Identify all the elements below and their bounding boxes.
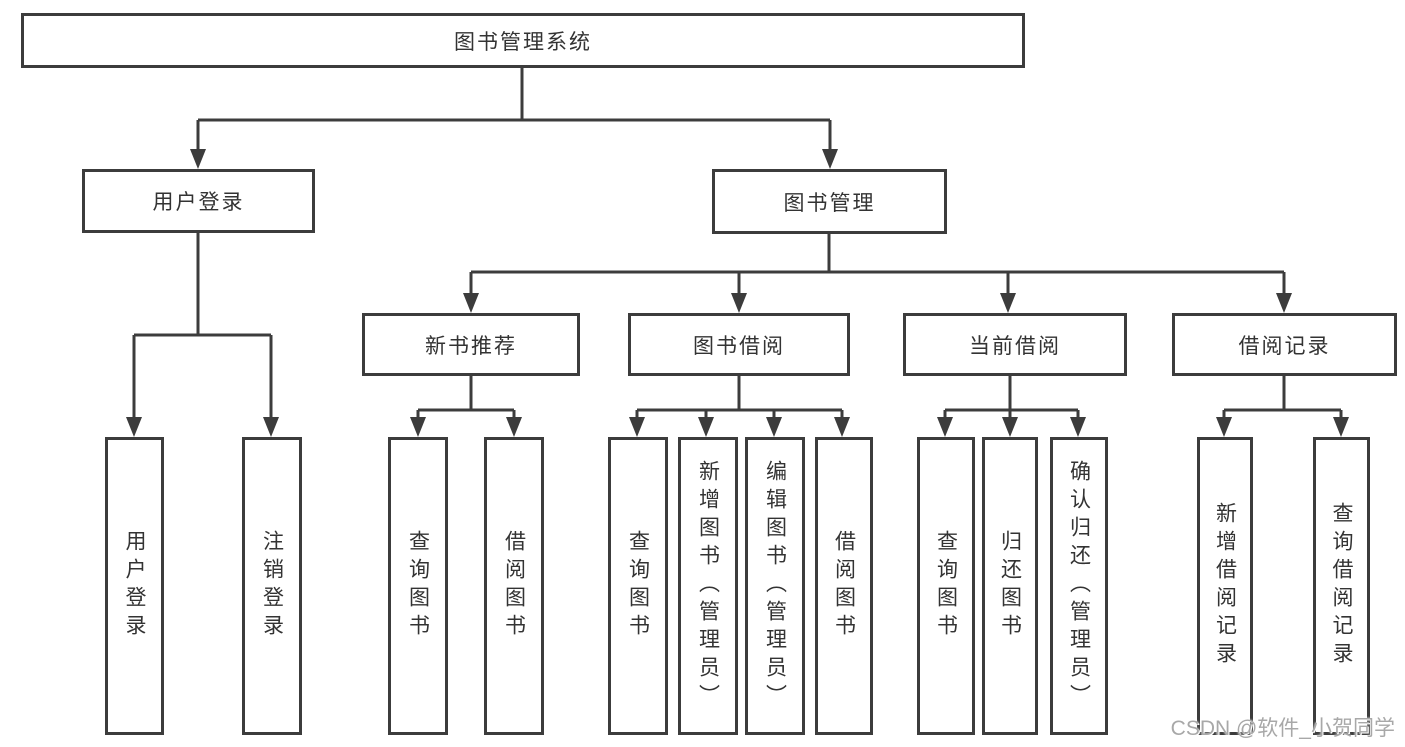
arrowheads — [126, 149, 1349, 437]
arrowhead — [731, 293, 747, 313]
leaf-query-books-current: 查询图书 — [917, 437, 975, 735]
leaf-add-books-admin: 新增图书（管理员） — [678, 437, 738, 735]
node-label: 查询图书 — [934, 530, 958, 642]
arrowhead — [629, 417, 645, 437]
arrowhead — [1216, 417, 1232, 437]
leaf-confirm-return-admin: 确认归还（管理员） — [1050, 437, 1108, 735]
node-label: 图书管理系统 — [454, 30, 592, 54]
arrowhead — [834, 417, 850, 437]
leaf-add-borrow-record: 新增借阅记录 — [1197, 437, 1253, 735]
node-label: 新增图书（管理员） — [696, 460, 720, 712]
node-label: 新增借阅记录 — [1213, 502, 1237, 670]
leaf-borrow-books-recommend: 借阅图书 — [484, 437, 544, 735]
node-label: 编辑图书（管理员） — [763, 460, 787, 712]
node-label: 查询借阅记录 — [1330, 502, 1354, 670]
edge-records-to-children — [1222, 374, 1343, 420]
arrowhead — [463, 293, 479, 313]
node-label: 借阅图书 — [502, 530, 526, 642]
edge-root-to-level2 — [196, 68, 832, 152]
node-label: 用户登录 — [123, 530, 147, 642]
edge-mgmt-to-level3 — [469, 234, 1286, 296]
leaf-user-login: 用户登录 — [105, 437, 164, 735]
arrowhead — [506, 417, 522, 437]
leaf-logout: 注销登录 — [242, 437, 302, 735]
node-label: 借阅图书 — [832, 530, 856, 642]
leaf-query-borrow-record: 查询借阅记录 — [1313, 437, 1370, 735]
arrowhead — [1333, 417, 1349, 437]
leaf-query-books-recommend: 查询图书 — [388, 437, 448, 735]
edge-login-to-children — [132, 233, 273, 420]
arrowhead — [698, 417, 714, 437]
node-label: 归还图书 — [998, 530, 1022, 642]
arrowhead — [1070, 417, 1086, 437]
node-label: 查询图书 — [406, 530, 430, 642]
arrowhead — [1000, 293, 1016, 313]
node-label: 查询图书 — [626, 530, 650, 642]
arrowhead — [190, 149, 206, 169]
edge-newbook-to-children — [416, 376, 516, 420]
node-borrowing-records: 借阅记录 — [1172, 313, 1397, 376]
arrowhead — [263, 417, 279, 437]
node-label: 当前借阅 — [969, 334, 1061, 358]
arrowhead — [766, 417, 782, 437]
node-label: 图书借阅 — [693, 334, 785, 358]
leaf-return-books: 归还图书 — [982, 437, 1038, 735]
node-label: 确认归还（管理员） — [1067, 460, 1091, 712]
node-label: 新书推荐 — [425, 334, 517, 358]
node-label: 注销登录 — [260, 530, 284, 642]
leaf-edit-books-admin: 编辑图书（管理员） — [745, 437, 805, 735]
leaf-query-books-borrow: 查询图书 — [608, 437, 668, 735]
node-label: 借阅记录 — [1238, 334, 1331, 358]
arrowhead — [937, 417, 953, 437]
node-book-management: 图书管理 — [712, 169, 947, 234]
node-book-borrowing: 图书借阅 — [628, 313, 850, 376]
arrowhead — [410, 417, 426, 437]
arrowhead — [1276, 293, 1292, 313]
csdn-watermark: CSDN @软件_小贺同学 — [1170, 717, 1395, 740]
edge-borrow-to-children — [635, 376, 844, 420]
arrowhead — [1002, 417, 1018, 437]
arrowhead — [822, 149, 838, 169]
node-root-library-system: 图书管理系统 — [21, 13, 1025, 68]
connector-edges — [132, 68, 1343, 420]
node-user-login: 用户登录 — [82, 169, 315, 233]
leaf-borrow-books: 借阅图书 — [815, 437, 873, 735]
node-label: 图书管理 — [783, 191, 876, 215]
arrowhead — [126, 417, 142, 437]
node-label: 用户登录 — [152, 191, 245, 214]
node-current-borrowing: 当前借阅 — [903, 313, 1127, 376]
node-new-book-recommend: 新书推荐 — [362, 313, 580, 376]
edge-current-to-children — [943, 375, 1080, 420]
